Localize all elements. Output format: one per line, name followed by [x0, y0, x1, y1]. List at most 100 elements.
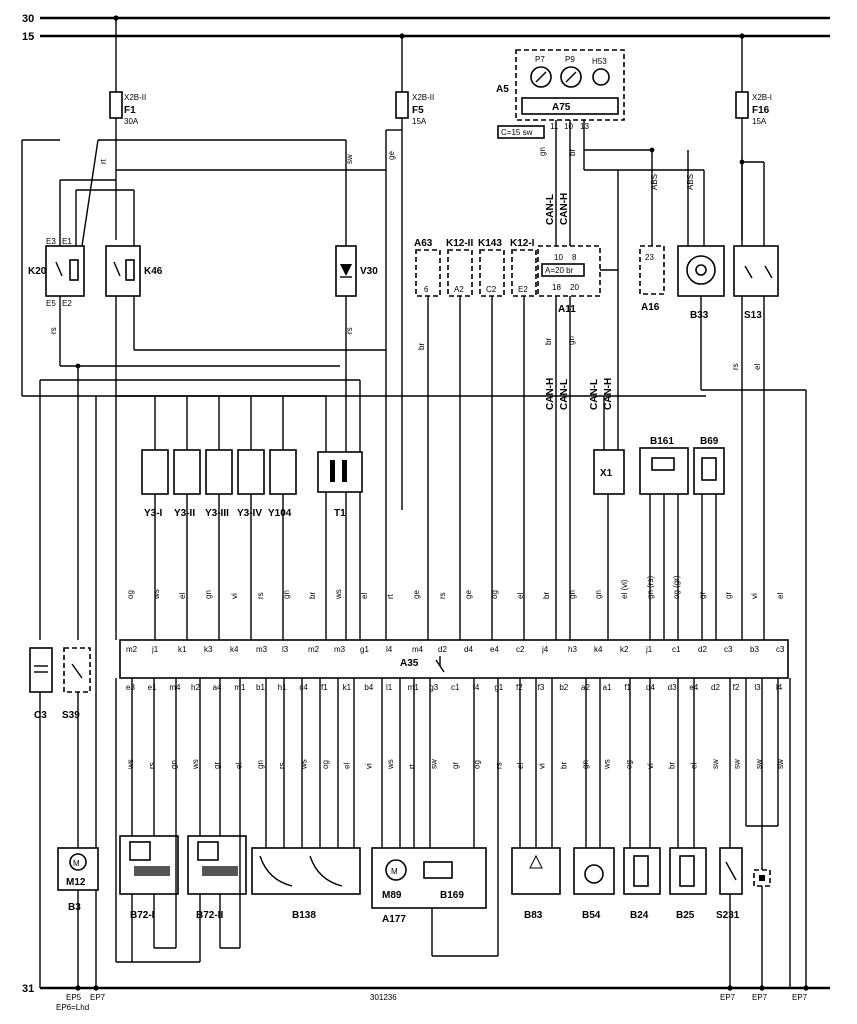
label-b72ii: B72-II: [196, 910, 223, 921]
svg-text:A2: A2: [454, 285, 464, 294]
capacitor-c3: C3: [29, 647, 53, 988]
instrument-cluster-a5: P7 P9 H53 A5 A75 C=15 sw 11 10 13 gn br: [496, 49, 625, 246]
label-k46: K46: [144, 266, 163, 277]
label-a177: A177: [382, 914, 406, 925]
a35-bottom-pins-20: b2: [559, 683, 568, 692]
label-a5: A5: [496, 84, 509, 95]
fuse-f1-name: F1: [124, 105, 136, 116]
a35-bottom-pins-23: f1: [624, 683, 631, 692]
a35-top-pins-15: c2: [516, 645, 525, 654]
optional-modules: A63 K12-II K143 K12-I 6 A2 C2 E2 br: [414, 238, 537, 640]
svg-text:br: br: [417, 343, 426, 350]
wire-colors-top-20: gn (rs): [646, 576, 655, 599]
label-x1: X1: [600, 468, 613, 479]
diode-v30: V30: [335, 140, 378, 640]
ground-ep6: EP6=Lhd: [56, 1003, 89, 1012]
a35-top-pins-11: m4: [412, 645, 424, 654]
wire-colors-top-25: el: [776, 593, 785, 599]
wire-colors-top-21: og (gr): [672, 575, 681, 599]
wire-colors-top-16: br: [542, 592, 551, 599]
wire-colors-top-0: og: [126, 590, 135, 599]
ground-points: EP5 EP6=Lhd EP7 EP7 EP7 EP7: [56, 985, 809, 1012]
wire-colors-top-22: gr: [698, 592, 707, 599]
wire-colors-bottom-12: ws: [386, 759, 395, 770]
wire-colors-top-1: ws: [152, 589, 161, 600]
wire-colors-top-2: el: [178, 593, 187, 599]
can-h-label-mid: CAN-H: [545, 378, 556, 410]
a35-top-pins-17: h3: [568, 645, 577, 654]
relay-k46: K46: [105, 245, 163, 297]
throttle-a177: M M89 A177 B169: [371, 678, 499, 957]
wire-colors-bottom-19: vi: [538, 763, 547, 769]
sensor-b24: B24: [623, 678, 661, 921]
wire-colors-bottom-2: gn: [169, 760, 178, 769]
svg-text:el: el: [753, 364, 762, 370]
a35-bottom-pins-17: g1: [494, 683, 503, 692]
a35-bottom-pins-14: g3: [429, 683, 438, 692]
svg-text:gn: gn: [567, 336, 576, 345]
wire-colors-bottom-23: og: [624, 760, 633, 769]
wire-colors-top-17: gn: [568, 590, 577, 599]
wire-colors-top-15: el: [516, 593, 525, 599]
wire-colors-bottom-0: ws: [126, 759, 135, 770]
ecu-a35: A35: [119, 639, 789, 679]
wire-colors-bottom-9: og: [321, 760, 330, 769]
sensor-b69: B69: [693, 436, 725, 640]
rail-31: 31: [22, 983, 830, 995]
a35-bottom-pins-15: c1: [451, 683, 460, 692]
ground-ep7-b: EP7: [720, 993, 736, 1002]
a35-bottom-pins-10: k1: [343, 683, 352, 692]
switch-s13: S13 rs el: [731, 159, 779, 640]
can-l-label-top: CAN-L: [545, 194, 556, 225]
wire-colors-bottom-6: gn: [256, 760, 265, 769]
a35-bottom-pins-29: l3: [754, 683, 761, 692]
a35-bottom-pins-7: h1: [278, 683, 287, 692]
svg-text:20: 20: [570, 283, 579, 292]
label-y3ii: Y3-II: [174, 508, 195, 519]
wire-colors-top-3: gn: [204, 590, 213, 599]
svg-text:E1: E1: [62, 237, 72, 246]
drawing-number: 301236: [370, 993, 397, 1002]
a35-top-pins-13: d4: [464, 645, 473, 654]
svg-text:18: 18: [552, 283, 561, 292]
a35-top-pins-0: m2: [126, 645, 138, 654]
label-k12ii: K12-II: [446, 238, 473, 249]
label-b83: B83: [524, 910, 543, 921]
svg-text:rt: rt: [99, 158, 108, 164]
svg-text:10: 10: [564, 122, 573, 131]
sensor-a16: 23 A16 ABS: [584, 147, 665, 313]
a35-bottom-pins-9: f1: [321, 683, 328, 692]
label-b138: B138: [292, 910, 316, 921]
rail-15-label: 15: [22, 31, 34, 43]
a35-top-pins-6: l3: [282, 645, 289, 654]
svg-text:rs: rs: [731, 363, 740, 370]
label-b69: B69: [700, 436, 719, 447]
wire-colors-top-14: og: [490, 590, 499, 599]
note-c15: C=15 sw: [501, 128, 533, 137]
wire-colors-top-23: gr: [724, 592, 733, 599]
a35-top-pins-10: l4: [386, 645, 393, 654]
connector-x1: X1: [593, 396, 625, 640]
can-l-label-x1: CAN-L: [589, 379, 600, 410]
a35-top-pins-25: c3: [776, 645, 785, 654]
wire-colors-top-6: gn: [282, 590, 291, 599]
wire-colors-top-10: rt: [386, 593, 395, 599]
wire-colors-bottom-22: ws: [603, 759, 612, 770]
a35-top-pins-21: c1: [672, 645, 681, 654]
svg-text:M: M: [73, 859, 80, 868]
abs-label-1: ABS: [650, 174, 659, 190]
svg-text:gn: gn: [538, 147, 547, 156]
relay-wiring: rt ge sw rs rs: [21, 129, 706, 988]
a35-top-pins-12: d2: [438, 645, 447, 654]
label-y3iv: Y3-IV: [237, 508, 262, 519]
wire-colors-top-12: rs: [438, 592, 447, 599]
switch-s231: S231: [716, 678, 743, 988]
svg-text:rs: rs: [345, 327, 354, 334]
ground-ep5: EP5: [66, 993, 82, 1002]
fuse-f1-loc: X2B-II: [124, 93, 146, 102]
a35-top-pins-18: k4: [594, 645, 603, 654]
a35-bottom-pins-22: a1: [603, 683, 612, 692]
fuse-f1: X2B-II F1 30A: [109, 15, 146, 240]
